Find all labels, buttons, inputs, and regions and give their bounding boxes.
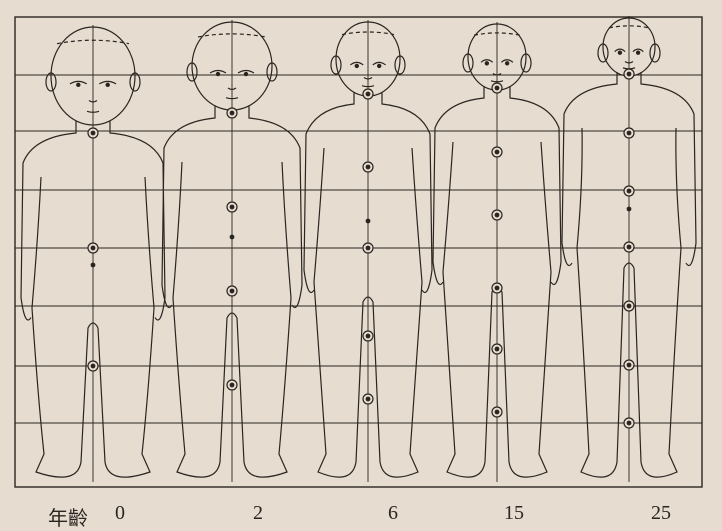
body-right-outline bbox=[634, 72, 696, 477]
body-right-outline bbox=[502, 86, 561, 477]
navel-dot-0 bbox=[627, 207, 631, 211]
proportion-mark-center-3 bbox=[230, 383, 234, 387]
age-label-6: 6 bbox=[388, 502, 398, 525]
right-pupil bbox=[106, 83, 109, 86]
proportion-mark-center-2 bbox=[91, 364, 95, 368]
age-label-25: 25 bbox=[651, 502, 671, 525]
proportion-mark-center-3 bbox=[627, 245, 631, 249]
age-label-0: 0 bbox=[115, 502, 125, 525]
age-label-15: 15 bbox=[504, 502, 524, 525]
right-pupil bbox=[506, 62, 509, 65]
left-pupil bbox=[485, 62, 488, 65]
proportion-mark-center-4 bbox=[495, 347, 499, 351]
navel-dot-0 bbox=[91, 263, 95, 267]
child-figure-4 bbox=[562, 16, 696, 482]
child-figure-1 bbox=[162, 20, 302, 482]
child-figure-3 bbox=[433, 22, 561, 482]
proportion-mark-center-4 bbox=[366, 397, 370, 401]
proportion-mark-center-4 bbox=[627, 304, 631, 308]
body-right-outline bbox=[98, 121, 165, 477]
proportion-mark-center-6 bbox=[627, 421, 631, 425]
proportion-mark-center-0 bbox=[230, 111, 234, 115]
left-pupil bbox=[355, 64, 358, 67]
body-left-outline bbox=[433, 86, 502, 477]
left-pupil bbox=[216, 72, 219, 75]
proportion-mark-center-1 bbox=[627, 131, 631, 135]
proportion-mark-center-2 bbox=[627, 189, 631, 193]
body-right-outline bbox=[237, 106, 302, 477]
child-figure-0 bbox=[21, 25, 165, 482]
right-pupil bbox=[244, 72, 247, 75]
age-prefix-label: 年齡 bbox=[48, 502, 88, 531]
proportion-mark-center-2 bbox=[366, 246, 370, 250]
child-figure-2 bbox=[304, 20, 432, 482]
body-left-outline bbox=[21, 121, 98, 477]
age-label-2: 2 bbox=[253, 502, 263, 525]
proportion-mark-center-0 bbox=[495, 86, 499, 90]
proportion-mark-center-1 bbox=[91, 246, 95, 250]
body-right-outline bbox=[373, 92, 432, 477]
left-pupil bbox=[77, 83, 80, 86]
proportion-mark-center-1 bbox=[230, 205, 234, 209]
body-left-outline bbox=[304, 92, 373, 477]
proportion-mark-center-3 bbox=[495, 286, 499, 290]
proportion-mark-center-5 bbox=[495, 410, 499, 414]
proportion-mark-center-0 bbox=[627, 72, 631, 76]
proportion-mark-center-1 bbox=[366, 165, 370, 169]
proportion-mark-center-1 bbox=[495, 150, 499, 154]
proportion-mark-center-0 bbox=[91, 131, 95, 135]
navel-dot-0 bbox=[366, 219, 370, 223]
right-pupil bbox=[378, 64, 381, 67]
proportion-mark-center-5 bbox=[627, 363, 631, 367]
proportion-mark-center-0 bbox=[366, 92, 370, 96]
proportion-mark-center-3 bbox=[366, 334, 370, 338]
body-left-outline bbox=[562, 72, 634, 477]
left-pupil bbox=[618, 51, 621, 54]
proportion-mark-center-2 bbox=[495, 213, 499, 217]
right-pupil bbox=[637, 51, 640, 54]
proportion-mark-center-2 bbox=[230, 289, 234, 293]
body-left-outline bbox=[162, 106, 237, 477]
navel-dot-0 bbox=[230, 235, 234, 239]
